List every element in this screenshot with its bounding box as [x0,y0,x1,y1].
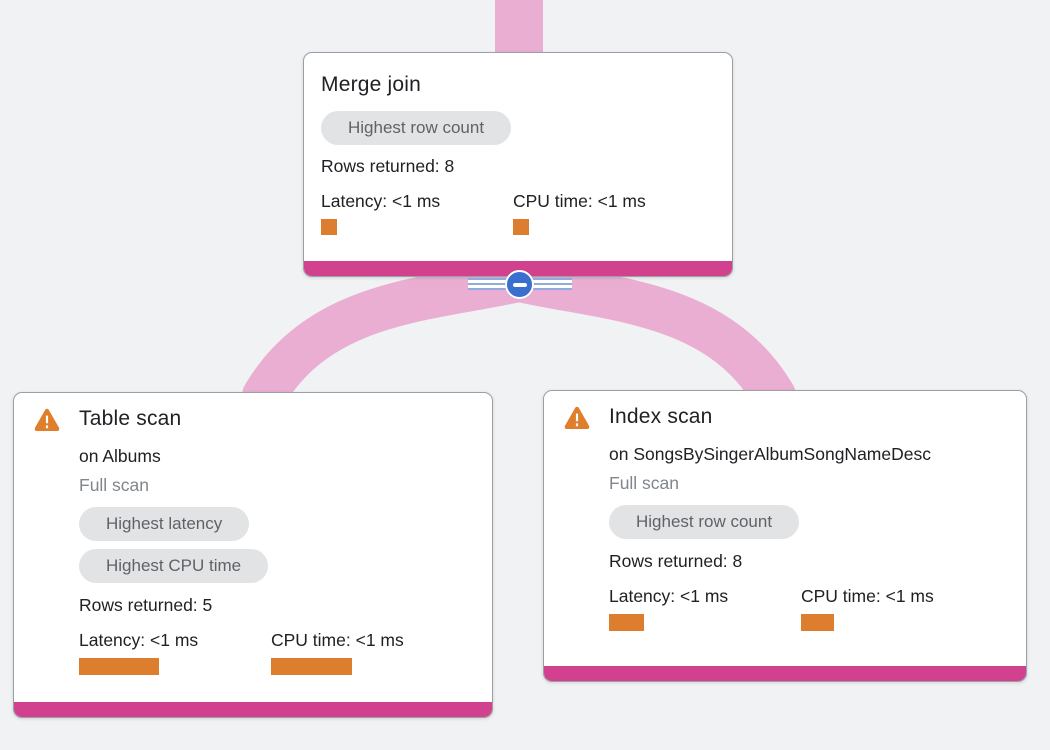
plan-node-index-scan[interactable]: Index scan on SongsBySingerAlbumSongName… [543,390,1027,682]
scan-type-label: Full scan [609,473,680,493]
badge-highest-latency: Highest latency [79,507,250,541]
latency-bar [609,614,644,631]
rows-returned-label: Rows returned: 5 [79,595,213,615]
rows-returned-label: Rows returned: 8 [321,156,455,176]
latency-label: Latency: <1 ms [321,191,441,211]
node-title: Merge join [321,73,422,96]
rows-returned-label: Rows returned: 8 [609,551,743,571]
badge-highest-row-count: Highest row count [321,111,512,145]
node-title: Table scan [79,407,182,430]
badge-highest-row-count: Highest row count [609,505,800,539]
plan-node-merge-join[interactable]: Merge join Highest row count Rows return… [303,52,733,277]
node-accent-bar [14,702,492,717]
cpu-time-bar [513,219,529,235]
scan-type-label: Full scan [79,475,150,495]
latency-bar [321,219,337,235]
edge-merge-join-to-index-scan [498,258,796,418]
node-target-label: on SongsBySingerAlbumSongNameDesc [609,444,931,464]
cpu-time-bar [271,658,352,675]
latency-label: Latency: <1 ms [79,630,199,650]
node-target-label: on Albums [79,446,161,466]
plan-node-table-scan[interactable]: Table scan on Albums Full scan Highest l… [13,392,493,718]
cpu-time-label: CPU time: <1 ms [271,630,404,650]
warning-icon [34,408,60,432]
collapse-minus-icon [512,282,527,287]
node-accent-bar [544,666,1026,681]
collapse-children-button[interactable] [505,270,534,299]
node-title: Index scan [609,405,713,428]
latency-bar [79,658,159,675]
edge-merge-join-to-table-scan [242,258,540,418]
badge-highest-cpu-time: Highest CPU time [79,549,269,583]
node-accent-bar [304,261,732,276]
warning-icon [564,406,590,430]
cpu-time-bar [801,614,834,631]
latency-label: Latency: <1 ms [609,586,729,606]
cpu-time-label: CPU time: <1 ms [513,191,646,211]
cpu-time-label: CPU time: <1 ms [801,586,934,606]
